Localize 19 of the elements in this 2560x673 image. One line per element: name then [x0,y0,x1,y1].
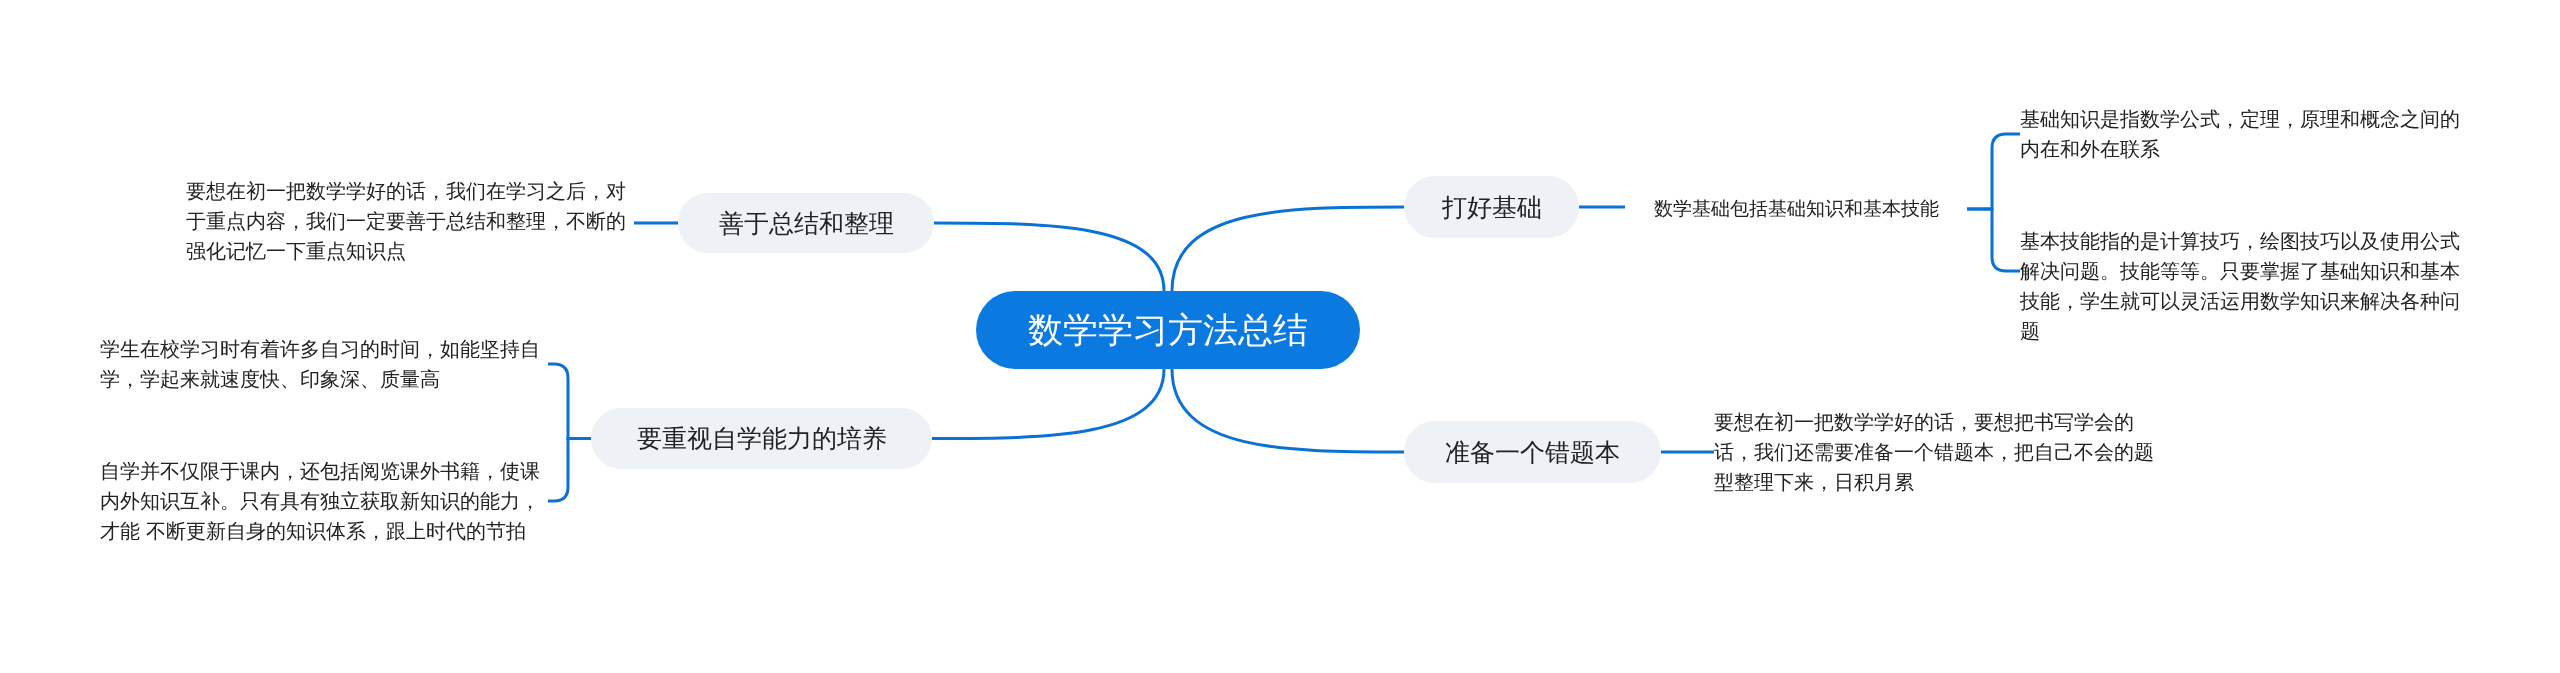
central-topic: 数学学习方法总结 [976,291,1360,369]
connector-line [634,221,678,225]
topic-bubble: 打好基础 [1404,176,1579,238]
note-text: 自学并不仅限于课内，还包括阅览课外书籍，使课内外知识互补。只有具有独立获取新知识的能力，才能 不断更新自身的知识体系，跟上时代的节拍 [100,458,541,545]
topic-bubble: 善于总结和整理 [678,193,934,253]
connector-line [932,368,1166,440]
note-text: 学生在校学习时有着许多自习的时间，如能坚持自学，学起来就速度快、印象深、质量高 [100,336,541,393]
connector-line [1661,450,1714,454]
connector-line [934,221,1166,292]
note-text: 要想在初一把数学学好的话，要想把书写学会的话，我们还需要准备一个错题本，把自己不会的题型整理下来，日积月累 [1714,409,2155,496]
note-text: 要想在初一把数学学好的话，我们在学习之后，对于重点内容，我们一定要善于总结和整理，不断的强化记忆一下重点知识点 [186,178,627,265]
connector-line [1579,205,1625,209]
note-text: 基础知识是指数学公式，定理，原理和概念之间的内在和外在联系 [2020,106,2461,163]
topic-bubble: 准备一个错题本 [1404,421,1661,483]
connector-line [1170,205,1404,292]
topic-bubble: 要重视自学能力的培养 [591,408,932,469]
connector-line [1170,368,1404,454]
subtopic-text: 数学基础包括基础知识和基本技能 [1653,196,1939,221]
note-text: 基本技能指的是计算技巧，绘图技巧以及使用公式解决问题。技能等等。只要掌握了基础知识和基本技能，学生就可以灵活运用数学知识来解决各种问题 [2020,228,2461,345]
